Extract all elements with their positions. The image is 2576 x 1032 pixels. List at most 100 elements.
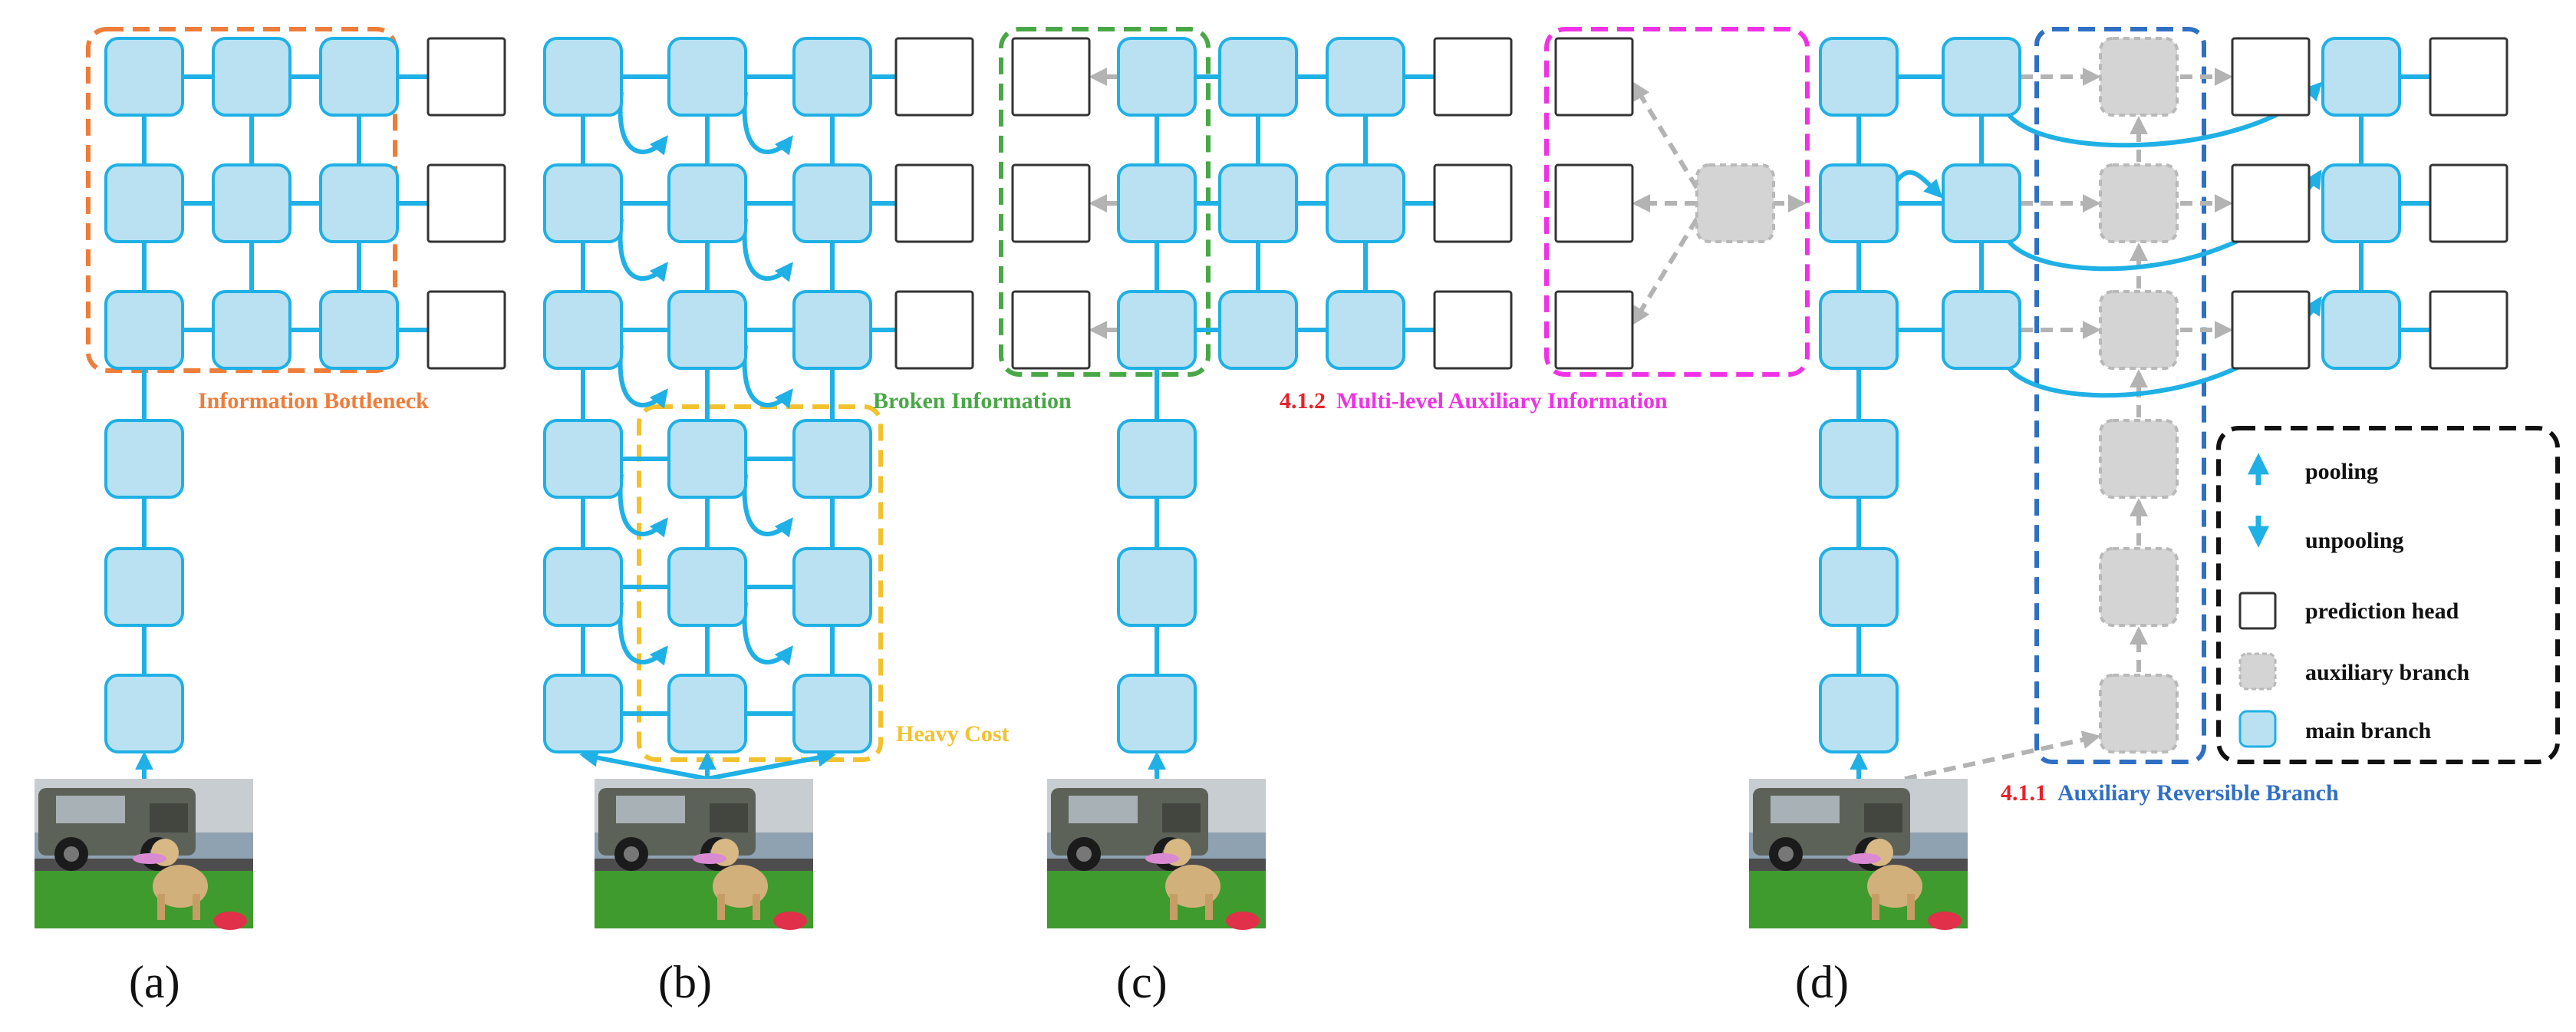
main-branch-block	[1326, 163, 1405, 243]
main-branch-block	[792, 37, 872, 117]
main-connection-arrow	[579, 748, 708, 781]
photo-part	[150, 803, 188, 833]
multi-level-auxiliary-text: Multi-level Auxiliary Information	[1336, 388, 1668, 414]
auxiliary-branch-block	[2099, 547, 2179, 627]
photo-part	[717, 894, 725, 920]
jeep-and-dog-photo	[1047, 779, 1266, 930]
main-branch-block	[104, 163, 184, 243]
auxiliary-branch-block	[2099, 37, 2179, 117]
main-branch-block	[2321, 37, 2401, 117]
prediction-head-block	[1554, 163, 1634, 243]
main-branch-block	[104, 290, 184, 370]
prediction-head-block	[2429, 290, 2508, 370]
main-branch-block	[1942, 290, 2021, 370]
prediction-head-block	[1011, 163, 1091, 243]
legend-auxiliary-branch: auxiliary branch	[2305, 660, 2470, 685]
auxiliary-branch-block	[2099, 163, 2179, 243]
prediction-head-icon	[2238, 592, 2277, 630]
skip-connection-curve	[618, 602, 668, 666]
photo-part	[213, 912, 247, 930]
main-branch-block	[212, 163, 292, 243]
photo-part	[1907, 894, 1915, 920]
main-branch-block	[104, 37, 184, 117]
skip-connection-curve	[618, 345, 668, 409]
main-branch-block	[1819, 547, 1899, 627]
photo-part	[1749, 859, 1968, 871]
photo-part	[595, 859, 813, 871]
main-branch-block	[1117, 419, 1197, 499]
main-branch-block	[212, 290, 292, 370]
main-branch-block	[319, 290, 399, 370]
auxiliary-branch-block	[2099, 674, 2179, 753]
photo-part	[1069, 796, 1138, 823]
skip-connection-curve	[742, 345, 793, 409]
panel-label-b: (b)	[658, 957, 712, 1007]
photo-part	[1162, 803, 1201, 833]
main-branch-block	[212, 37, 292, 117]
photo-part	[1872, 894, 1879, 920]
heavy-cost-frame	[637, 404, 883, 762]
main-branch-block	[667, 163, 747, 243]
main-branch-block	[1326, 37, 1405, 117]
main-branch-block	[543, 37, 623, 117]
main-branch-block	[792, 674, 872, 753]
photo-part	[1047, 859, 1266, 871]
prediction-head-block	[2231, 163, 2311, 243]
main-connection-arrow	[707, 748, 836, 781]
photo-part	[1226, 912, 1260, 930]
skip-connection-curve	[742, 218, 793, 282]
main-branch-block	[2321, 290, 2401, 370]
photo-part	[1205, 894, 1213, 920]
legend-pooling: pooling	[2305, 459, 2378, 484]
photo-part	[157, 894, 165, 920]
panel-label-c: (c)	[1116, 957, 1168, 1007]
legend-main-branch: main branch	[2305, 718, 2432, 744]
main-branch-block	[667, 674, 747, 753]
main-branch-block	[1218, 37, 1298, 117]
legend: pooling unpooling prediction head auxili…	[2238, 453, 2470, 748]
prediction-head-block	[1433, 37, 1513, 117]
photo-part	[616, 796, 685, 823]
main-branch-block	[1819, 163, 1899, 243]
main-branch-block	[667, 547, 747, 627]
photo-part	[710, 803, 748, 833]
auxiliary-reversible-branch-frame	[2034, 27, 2206, 764]
main-branch-block	[667, 37, 747, 117]
skip-connection-curve	[742, 91, 793, 156]
main-branch-block	[1117, 290, 1197, 370]
skip-connection-curve	[742, 602, 793, 666]
main-branch-block	[543, 163, 623, 243]
auxiliary-branch-block	[2099, 419, 2179, 499]
auxiliary-branch-block	[1695, 163, 1775, 243]
auxiliary-connection-arrow	[1632, 217, 1699, 326]
prediction-head-block	[2429, 163, 2508, 243]
skip-connection-curve	[742, 473, 793, 538]
prediction-head-block	[894, 290, 974, 370]
skip-connection-curve	[618, 91, 668, 156]
photo-part	[1145, 853, 1179, 864]
main-branch-block	[319, 163, 399, 243]
jeep-and-dog-photo	[35, 779, 253, 930]
photo-part	[693, 853, 726, 864]
auxiliary-connection-arrow	[1632, 81, 1699, 190]
skip-connection-curve	[1895, 170, 1943, 199]
main-branch-block	[1117, 37, 1197, 117]
legend-prediction-head: prediction head	[2305, 598, 2459, 624]
main-branch-block	[1819, 290, 1899, 370]
photo-part	[753, 894, 760, 920]
panel-label-d: (d)	[1795, 957, 1849, 1007]
multi-level-auxiliary-frame	[1544, 27, 1810, 377]
broken-information-label: Broken Information	[873, 388, 1072, 414]
photo-part	[624, 846, 639, 862]
prediction-head-block	[427, 37, 506, 117]
main-branch-block	[1819, 419, 1899, 499]
main-branch-block	[543, 290, 623, 370]
prediction-head-block	[2429, 37, 2508, 117]
main-branch-block	[1218, 163, 1298, 243]
main-branch-block	[1819, 37, 1899, 117]
main-branch-block	[543, 419, 623, 499]
prediction-head-block	[427, 163, 506, 243]
